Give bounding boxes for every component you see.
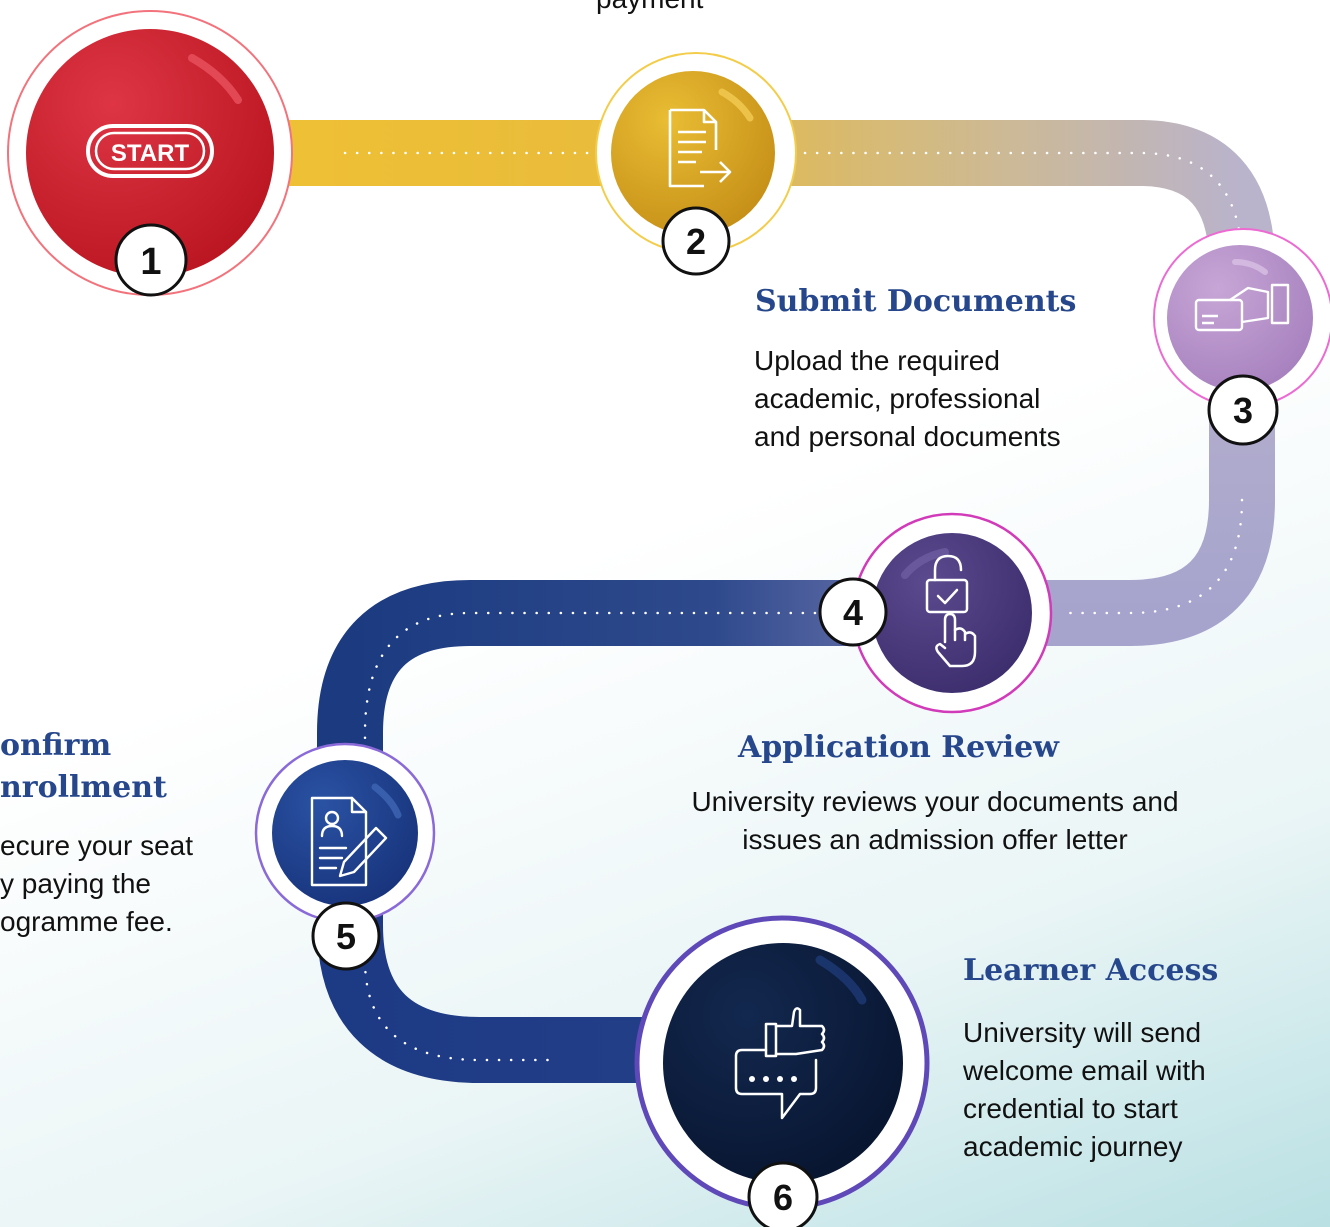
card-payment-icon <box>1194 283 1290 332</box>
step-4: 4 <box>818 512 1053 714</box>
description-line: ogramme fee. <box>0 906 173 937</box>
description-line: y paying the <box>0 868 151 899</box>
step-number: 5 <box>336 916 356 957</box>
description-line: ecure your seat <box>0 830 193 861</box>
step-3-title: Submit Documents <box>755 284 1077 319</box>
step-5-description: ecure your seat y paying the ogramme fee… <box>0 827 193 941</box>
step-6-title: Learner Access <box>963 953 1219 988</box>
road-dotted-line <box>1063 498 1244 615</box>
start-label: START <box>111 140 190 167</box>
step-4-title: Application Review <box>738 730 1060 765</box>
title-line: nrollment <box>0 770 167 805</box>
step-number: 4 <box>843 592 863 633</box>
description-line: academic, professional <box>754 383 1041 414</box>
start-icon: START <box>86 124 214 178</box>
top-caption: payment <box>596 0 703 18</box>
description-line: and personal documents <box>754 421 1061 452</box>
step-number: 3 <box>1233 390 1253 431</box>
step-3-description: Upload the required academic, profession… <box>754 342 1061 456</box>
step-number: 2 <box>686 221 706 262</box>
feedback-rating-icon <box>734 1007 826 1120</box>
document-transfer-icon <box>668 108 732 188</box>
road-segment-right <box>1000 255 1275 646</box>
step-number: 1 <box>140 241 161 283</box>
road-dotted-line <box>363 958 557 1062</box>
description-line: credential to start <box>963 1093 1178 1124</box>
step-1: START 1 <box>7 10 293 297</box>
description-line: Upload the required <box>754 345 1000 376</box>
step-6: 6 <box>634 915 930 1227</box>
title-line: onfirm <box>0 728 112 763</box>
step-5: 5 <box>254 742 436 971</box>
application-form-icon <box>310 796 388 887</box>
unlock-touch-icon <box>925 554 977 668</box>
step-6-description: University will send welcome email with … <box>963 1014 1206 1166</box>
step-number: 6 <box>773 1177 793 1218</box>
description-line: University will send <box>963 1017 1202 1048</box>
step-3: 3 <box>1153 228 1330 446</box>
step-5-title: onfirm nrollment <box>0 725 167 809</box>
description-line: welcome email with <box>963 1055 1206 1086</box>
step-4-description: University reviews your documents and is… <box>600 783 1270 859</box>
description-line: issues an admission offer letter <box>742 824 1128 855</box>
step-2: 2 <box>595 52 797 276</box>
description-line: University reviews your documents and <box>691 786 1179 817</box>
description-line: academic journey <box>963 1131 1183 1162</box>
